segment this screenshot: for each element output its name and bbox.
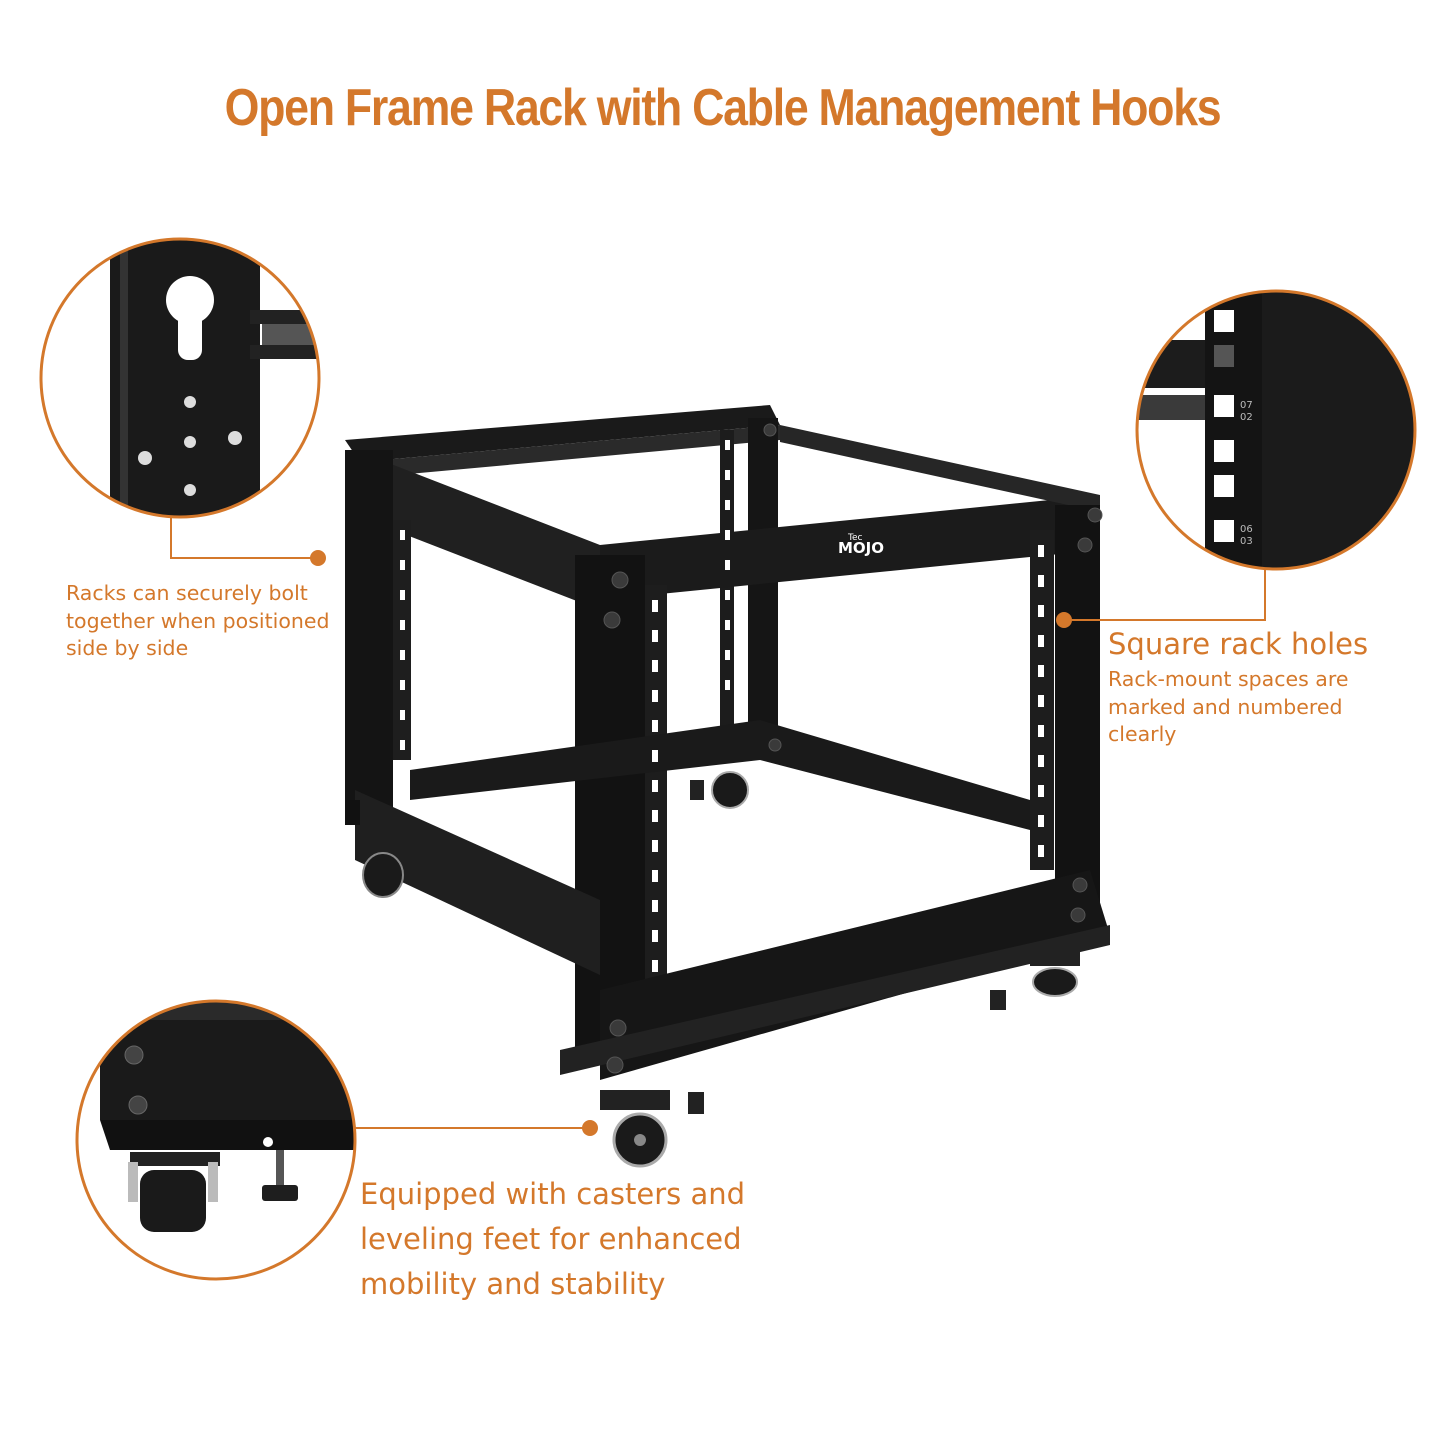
detail-circle-casters xyxy=(75,999,357,1281)
rail-label-02: 02 xyxy=(1240,412,1253,423)
connector-line-b xyxy=(1064,569,1266,621)
caster-back-left xyxy=(362,852,404,898)
connector-dot-c xyxy=(582,1120,598,1136)
callout-bolt-together: Racks can securely bolt together when po… xyxy=(66,581,330,660)
rail-label-03: 03 xyxy=(1240,536,1253,547)
brand-small: Tec xyxy=(847,533,863,543)
callout-casters: Equipped with casters and leveling feet … xyxy=(360,1177,746,1301)
connector-dot-a xyxy=(310,550,326,566)
caster-back-right xyxy=(690,771,749,809)
brand-logo: MOJO xyxy=(838,539,884,557)
caster-front-left xyxy=(600,1090,704,1168)
page-title: Open Frame Rack with Cable Management Ho… xyxy=(224,79,1222,137)
detail-circle-rack-holes: 07 02 06 03 xyxy=(1135,289,1417,571)
callout-square-holes-body: Rack-mount spaces are marked and numbere… xyxy=(1108,667,1349,746)
connector-line-a xyxy=(170,517,318,559)
callout-square-holes-heading: Square rack holes xyxy=(1108,627,1369,661)
rack-frame: Tec MOJO xyxy=(345,405,1110,1168)
rail-label-06: 06 xyxy=(1240,524,1253,535)
connector-dot-b xyxy=(1056,612,1072,628)
caster-front-right xyxy=(990,950,1080,1010)
rail-label-07: 07 xyxy=(1240,400,1253,411)
detail-circle-bolt-plate xyxy=(39,237,321,519)
